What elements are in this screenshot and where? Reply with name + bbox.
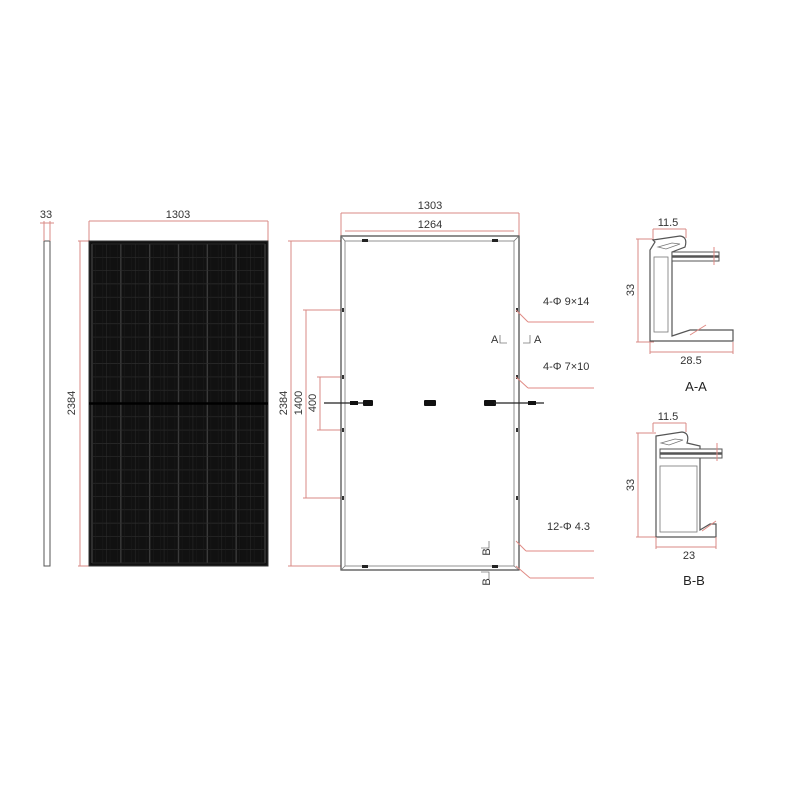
cell-grid [89,243,268,564]
section-a-left-mark [499,335,507,344]
section-b-height-label: 33 [625,479,637,491]
section-a-bottom-label: 28.5 [680,355,701,367]
back-inner-width-label: 1264 [418,219,442,231]
section-a-cavity [653,256,669,333]
side-hole-l2 [342,375,344,379]
section-b-b: 11.5 33 23 B-B [625,411,723,588]
inner-span-label: 400 [307,394,319,412]
front-height-label: 2384 [66,391,78,415]
top-hole-right [492,239,498,242]
side-hole-l3 [342,428,344,432]
side-hole-r3 [516,428,518,432]
section-a-tab-mark [689,324,707,336]
back-outer-width-label: 1303 [418,200,442,212]
section-b-tab-mark [701,520,717,532]
leader-3b-diag [515,565,531,579]
connector-right [528,401,536,405]
hole-span-label: 1400 [293,391,305,415]
side-hole-l4 [342,496,344,500]
section-b-bottom-label: 23 [683,550,695,562]
junction-box-center [424,400,436,406]
side-thickness-label: 33 [40,209,52,221]
bottom-hole-right [492,565,498,568]
side-hole-r2 [516,375,518,379]
leader-3-diag [515,540,527,552]
section-b-top-mark [481,541,490,549]
back-view: 1303 1264 2384 1400 400 [278,200,594,586]
side-hole-l1 [342,308,344,312]
junction-box-left [363,400,373,406]
section-a-right-mark [523,335,531,344]
section-a-profile [649,235,734,342]
connector-left [350,401,358,405]
front-width-label: 1303 [166,209,190,221]
section-a-a: 11.5 33 28.5 A-A [625,217,734,394]
section-b-top-label: 11.5 [658,411,679,423]
corner-tl [340,235,346,242]
section-a-lip [656,242,681,250]
side-frame [43,240,51,567]
callout-1-label: 4-Φ 9×14 [543,296,589,308]
section-b-bottom-letter: B [481,578,493,585]
section-a-top-label: 11.5 [658,217,679,229]
section-a-height-label: 33 [625,284,637,296]
section-a-right-letter: A [534,334,542,346]
back-height-label: 2384 [278,391,290,415]
side-view: 33 [40,209,54,567]
junction-box-right [484,400,496,406]
section-b-bottom-mark [481,571,490,579]
top-hole-left [362,239,368,242]
section-a-left-letter: A [491,334,499,346]
section-a-title: A-A [685,379,707,394]
side-hole-r1 [516,308,518,312]
corner-bl [340,565,346,571]
section-b-lip [659,438,684,446]
leader-2-diag [515,376,529,389]
section-b-top-letter: B [481,548,493,555]
corner-tr [513,235,520,242]
callout-2-label: 4-Φ 7×10 [543,361,589,373]
section-b-profile [655,431,717,538]
corner-br [513,565,520,571]
bottom-hole-left [362,565,368,568]
callout-3-label: 12-Φ 4.3 [547,521,590,533]
section-b-title: B-B [683,573,705,588]
section-b-cavity [659,465,698,533]
side-hole-r4 [516,496,518,500]
front-view: 1303 2384 [66,209,269,567]
leader-1-diag [515,309,529,323]
